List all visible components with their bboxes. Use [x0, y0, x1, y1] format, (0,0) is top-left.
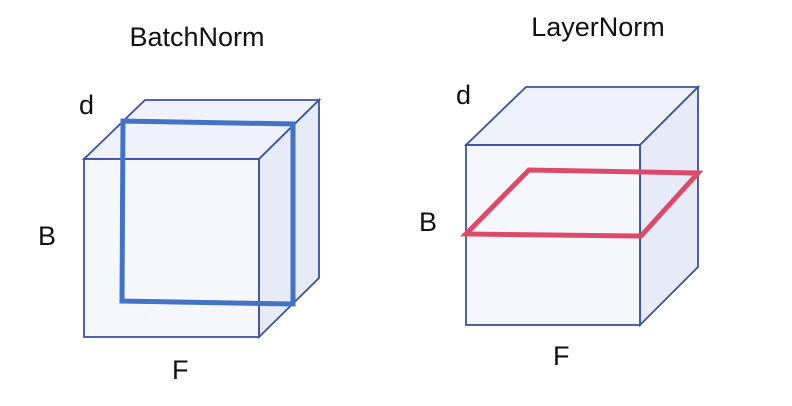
batchnorm-title: BatchNorm — [129, 22, 264, 52]
layernorm-diagram: LayerNorm d B F — [419, 12, 704, 371]
batchnorm-cube — [81, 97, 322, 340]
batchnorm-features-label: F — [172, 355, 189, 385]
layernorm-normalization-slice — [460, 167, 704, 239]
layernorm-depth-label: d — [456, 80, 471, 110]
layernorm-title: LayerNorm — [531, 12, 665, 42]
layernorm-batch-label: B — [419, 207, 437, 237]
layernorm-cube — [460, 84, 704, 328]
layernorm-features-label: F — [553, 341, 570, 371]
batchnorm-depth-label: d — [79, 90, 94, 120]
batchnorm-batch-label: B — [38, 221, 56, 251]
batchnorm-diagram: BatchNorm d B F — [38, 22, 322, 385]
batchnorm-normalization-slice — [119, 118, 296, 307]
batchnorm-cube-front-face — [83, 158, 260, 338]
